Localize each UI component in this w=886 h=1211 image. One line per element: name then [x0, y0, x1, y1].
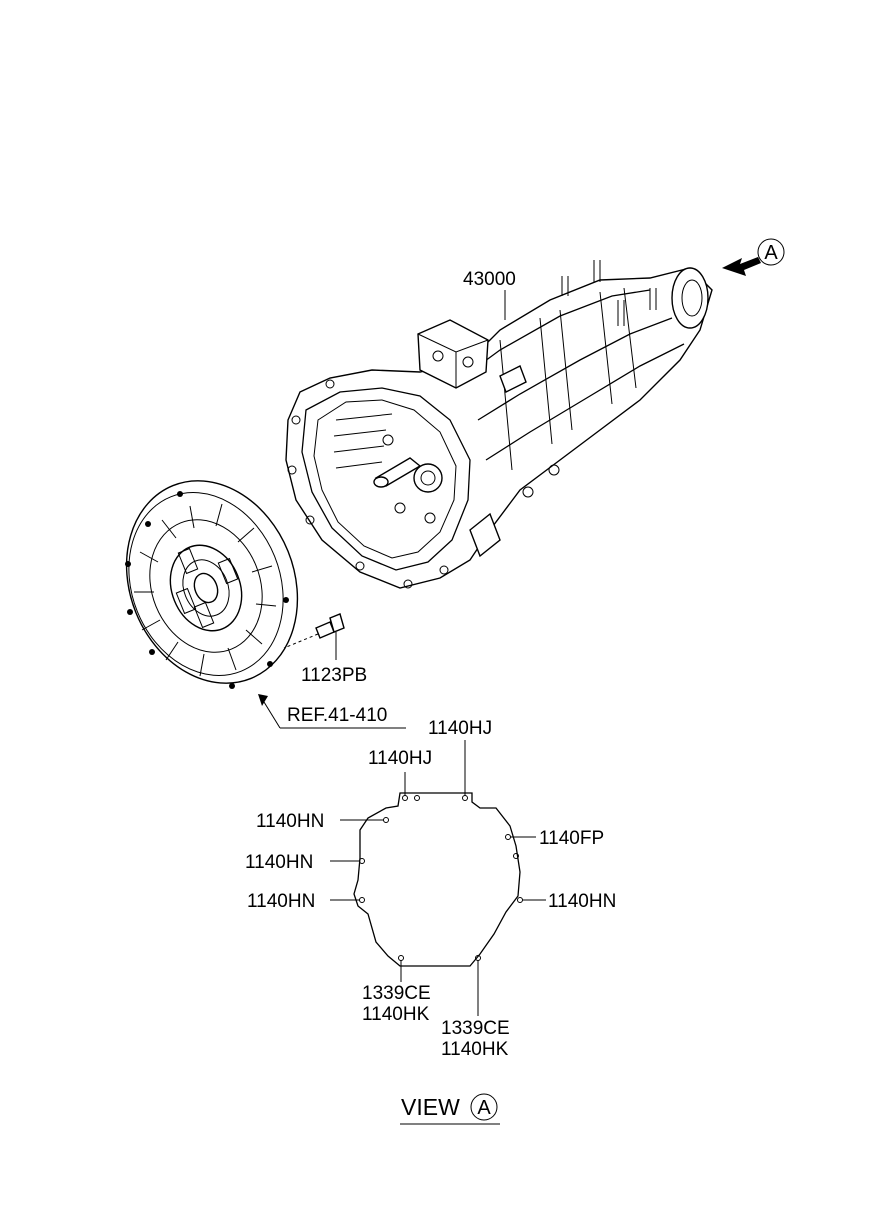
- view-caption-text: VIEW: [401, 1094, 460, 1120]
- label-upper-left-hn: 1140HN: [256, 811, 324, 832]
- friction-segments: [134, 503, 277, 677]
- label-right-hn: 1140HN: [548, 891, 616, 912]
- bell-housing-view-outline: [353, 792, 523, 967]
- transmission-assembly: [285, 260, 713, 589]
- view-caption-circle: [470, 1093, 498, 1121]
- view-leaders: [330, 740, 546, 1016]
- view-marker-circle: [757, 238, 785, 266]
- label-bottom-right-ce: 1339CE: [441, 1018, 510, 1039]
- clutch-assembly: [125, 480, 299, 689]
- label-transmission: 43000: [463, 269, 516, 290]
- label-bottom-left-ce: 1339CE: [362, 983, 431, 1004]
- view-caption-letter: A: [477, 1097, 491, 1119]
- label-bottom-left-hk: 1140HK: [362, 1004, 430, 1025]
- label-bottom-right-hk: 1140HK: [441, 1039, 509, 1060]
- label-right-fp: 1140FP: [539, 828, 604, 849]
- label-bolt: 1123PB: [301, 665, 367, 686]
- label-mid-left-hn: 1140HN: [245, 852, 313, 873]
- label-clutch-ref: REF.41-410: [287, 705, 387, 726]
- label-top-left-hj: 1140HJ: [368, 748, 432, 769]
- view-caption: VIEW A: [400, 1093, 500, 1125]
- label-lower-left-hn: 1140HN: [247, 891, 315, 912]
- bolt-part: [283, 613, 345, 660]
- clutch-ref-pointer: [258, 694, 406, 729]
- view-marker-letter: A: [764, 242, 778, 264]
- view-direction-arrow: A: [722, 238, 785, 276]
- label-top-right-hj: 1140HJ: [428, 718, 492, 739]
